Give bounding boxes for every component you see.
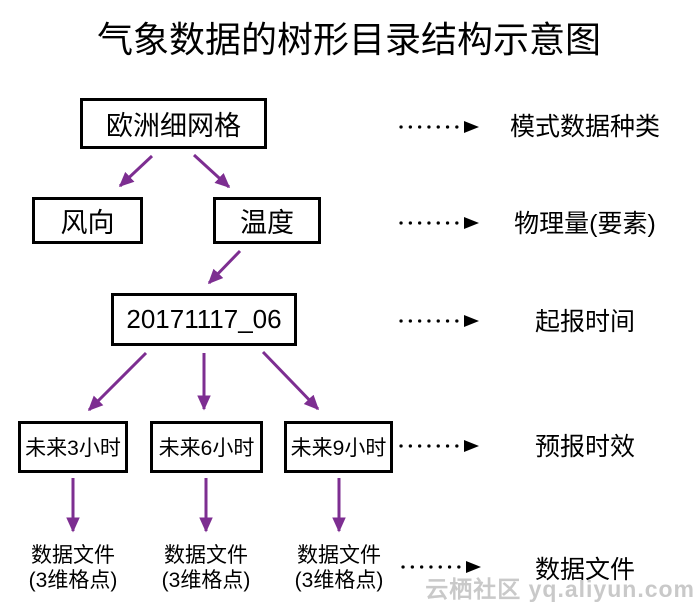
data-file-text-2-line1: 数据文件 — [164, 544, 248, 567]
data-file-text-1-line2: (3维格点) — [28, 569, 118, 592]
diagram-title: 气象数据的树形目录结构示意图 — [96, 19, 601, 60]
legend-dotted-arrow-4 — [399, 440, 479, 452]
node-eu-fine-grid: 欧洲细网格 — [80, 98, 267, 149]
node-wind-direction-label: 风向 — [60, 208, 115, 238]
node-forecast-6h-label: 未来6小时 — [158, 437, 255, 460]
data-file-text-3: 数据文件 (3维格点) — [269, 543, 409, 593]
legend-label-model-data-type: 模式数据种类 — [509, 113, 660, 141]
node-temperature-label: 温度 — [240, 208, 294, 238]
arrow-temperature-to-inittime — [207, 249, 242, 285]
node-init-time: 20171117_06 — [111, 293, 297, 346]
legend-dotted-arrow-3 — [399, 315, 479, 327]
data-file-text-2: 数据文件 (3维格点) — [136, 543, 276, 593]
node-forecast-9h: 未来9小时 — [284, 421, 393, 473]
legend-label-data-file: 数据文件 — [534, 556, 635, 584]
arrow-inittime-to-9h — [261, 350, 320, 411]
watermark: 云栖社区 yq.aliyun.com — [425, 576, 695, 602]
legend-label-forecast-lead: 预报时效 — [534, 433, 635, 461]
legend-label-init-time: 起报时间 — [534, 308, 635, 336]
data-file-text-3-line1: 数据文件 — [297, 544, 381, 567]
node-forecast-3h-label: 未来3小时 — [25, 437, 121, 460]
data-file-text-1-line1: 数据文件 — [31, 544, 115, 567]
legend-dotted-arrow-2 — [399, 217, 479, 229]
legend-dotted-arrow-5 — [401, 561, 481, 573]
node-forecast-3h: 未来3小时 — [18, 421, 128, 473]
node-init-time-label: 20171117_06 — [126, 304, 282, 334]
node-eu-fine-grid-label: 欧洲细网格 — [106, 111, 241, 141]
legend-label-physical-quantity: 物理量(要素) — [514, 210, 656, 238]
data-file-text-1: 数据文件 (3维格点) — [3, 543, 143, 593]
arrow-root-to-wind — [118, 154, 154, 188]
arrow-root-to-temperature — [192, 153, 231, 189]
node-temperature: 温度 — [213, 197, 321, 244]
node-wind-direction: 风向 — [32, 197, 143, 244]
node-forecast-9h-label: 未来9小时 — [290, 437, 387, 460]
arrow-inittime-to-3h — [87, 351, 148, 412]
node-forecast-6h: 未来6小时 — [150, 421, 263, 473]
legend-dotted-arrow-1 — [399, 121, 479, 133]
data-file-text-3-line2: (3维格点) — [294, 569, 384, 592]
data-file-text-2-line2: (3维格点) — [161, 569, 251, 592]
